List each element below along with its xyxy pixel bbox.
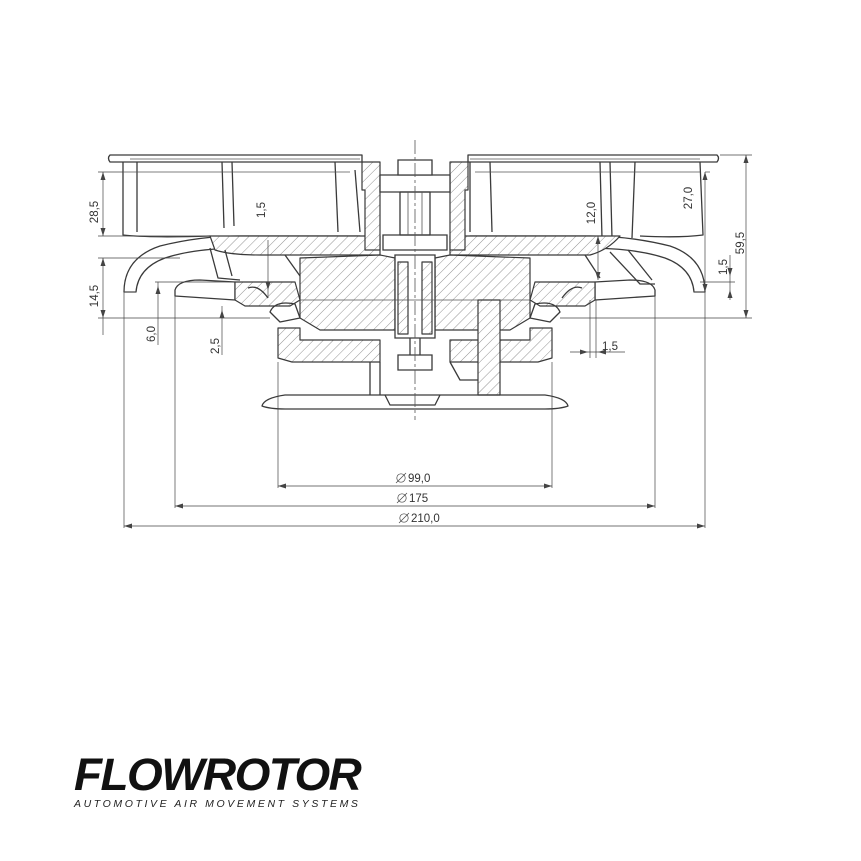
dim-dia-inner: 99,0 bbox=[408, 473, 430, 485]
dim-ring-height: 14,5 bbox=[89, 285, 101, 307]
shaft-assembly bbox=[361, 159, 469, 371]
central-hub bbox=[299, 254, 531, 339]
dim-clearance-right: 1,5 bbox=[602, 341, 618, 353]
dim-dia-middle-group: 175 bbox=[396, 492, 428, 505]
top-flange bbox=[107, 154, 720, 163]
dim-step-left: 6,0 bbox=[146, 326, 158, 342]
brand-logo: FLOWROTOR AUTOMOTIVE AIR MOVEMENT SYSTEM… bbox=[74, 752, 384, 811]
dim-dia-inner-group: 99,0 bbox=[395, 472, 430, 485]
dim-dia-outer-group: 210,0 bbox=[398, 512, 440, 525]
brand-name: FLOWROTOR bbox=[74, 749, 362, 800]
main-disc bbox=[123, 235, 706, 293]
dim-hub-height: 12,0 bbox=[586, 202, 598, 224]
dimension-lines bbox=[98, 154, 752, 529]
dim-dia-outer: 210,0 bbox=[411, 513, 440, 525]
side-rings bbox=[174, 279, 656, 323]
dim-wall-top: 1,5 bbox=[256, 202, 268, 218]
lower-housing bbox=[277, 299, 553, 396]
fan-blades bbox=[122, 161, 704, 239]
dim-lip-height: 28,5 bbox=[89, 201, 101, 223]
brand-tagline: AUTOMOTIVE AIR MOVEMENT SYSTEMS bbox=[74, 798, 361, 810]
dim-blade-height: 27,0 bbox=[683, 187, 695, 209]
dim-overall-height: 59,5 bbox=[735, 232, 747, 254]
dimension-labels: 59,5 27,0 12,0 1,5 1,5 28,5 14,5 6,0 2,5… bbox=[89, 187, 747, 525]
dim-wall-right: 1,5 bbox=[718, 259, 730, 275]
dim-gap-left: 2,5 bbox=[210, 338, 222, 354]
dim-dia-middle: 175 bbox=[409, 493, 428, 505]
